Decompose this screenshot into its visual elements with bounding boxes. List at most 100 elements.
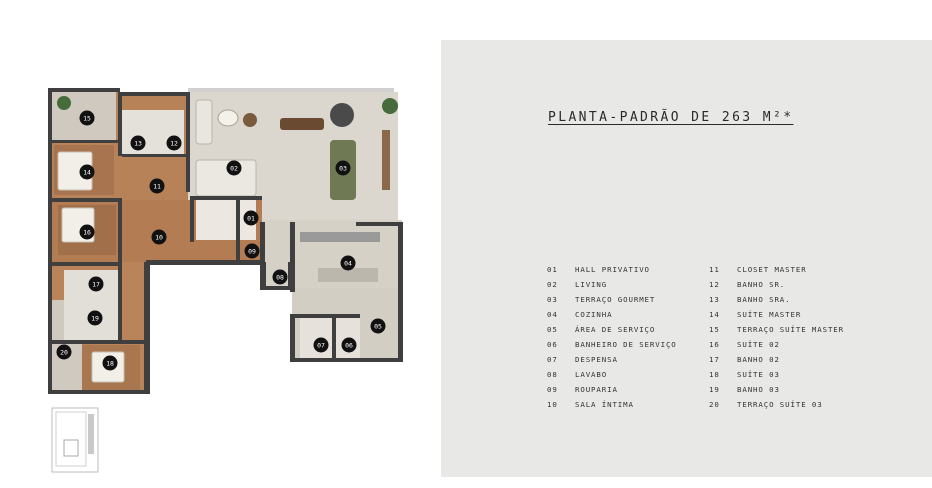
room-badge: 14 xyxy=(79,164,95,180)
badge-number: 05 xyxy=(374,322,382,330)
legend-number: 17 xyxy=(709,355,720,364)
room-badge: 05 xyxy=(370,318,386,334)
badge-circle xyxy=(243,210,259,226)
page-title: PLANTA-PADRÃO DE 263 M²* xyxy=(548,110,794,125)
badge-number: 06 xyxy=(345,341,353,349)
legend-label: TERRAÇO SUÍTE 03 xyxy=(737,400,823,409)
legend-number: 15 xyxy=(709,325,720,334)
legend-number: 10 xyxy=(547,400,558,409)
legend-item: 03 TERRAÇO GOURMET xyxy=(547,292,677,307)
badge-number: 19 xyxy=(91,314,99,322)
badge-circle xyxy=(79,224,95,240)
legend-item: 20 TERRAÇO SUÍTE 03 xyxy=(709,397,844,412)
room-badge: 03 xyxy=(335,160,351,176)
badge-circle xyxy=(151,229,167,245)
room-badge: 07 xyxy=(313,337,329,353)
badge-number: 15 xyxy=(83,114,91,122)
furniture xyxy=(57,96,398,383)
legend-label: LAVABO xyxy=(575,370,608,379)
room-badge: 01 xyxy=(243,210,259,226)
badge-circle xyxy=(313,337,329,353)
badge-circle xyxy=(226,160,242,176)
badge-number: 08 xyxy=(276,273,284,281)
legend-label: ÁREA DE SERVIÇO xyxy=(575,325,656,334)
badge-circle xyxy=(149,178,165,194)
legend-label: BANHO SRA. xyxy=(737,295,791,304)
legend-number: 08 xyxy=(547,370,558,379)
badge-circle xyxy=(340,255,356,271)
legend-item: 06 BANHEIRO DE SERVIÇO xyxy=(547,337,677,352)
badge-circle xyxy=(130,135,146,151)
room-badge: 04 xyxy=(340,255,356,271)
legend-label: SUÍTE MASTER xyxy=(737,310,802,319)
badge-circle xyxy=(272,269,288,285)
room-badge: 18 xyxy=(102,355,118,371)
legend-number: 19 xyxy=(709,385,720,394)
badge-number: 20 xyxy=(60,348,68,356)
badge-number: 12 xyxy=(170,139,178,147)
key-plan xyxy=(51,407,99,473)
legend-label: BANHO SR. xyxy=(737,280,786,289)
legend-number: 06 xyxy=(547,340,558,349)
room-badge: 11 xyxy=(149,178,165,194)
legend-number: 04 xyxy=(547,310,558,319)
legend-label: COZINHA xyxy=(575,310,613,319)
room-badge: 19 xyxy=(87,310,103,326)
legend-number: 11 xyxy=(709,265,720,274)
legend-number: 20 xyxy=(709,400,720,409)
badge-number: 04 xyxy=(344,259,352,267)
legend-label: BANHEIRO DE SERVIÇO xyxy=(575,340,677,349)
walls xyxy=(48,88,403,394)
badge-circle xyxy=(87,310,103,326)
legend-label: SUÍTE 02 xyxy=(737,340,780,349)
legend-item: 19 BANHO 03 xyxy=(709,382,844,397)
room-badge: 17 xyxy=(88,276,104,292)
legend-item: 10 SALA ÍNTIMA xyxy=(547,397,677,412)
badge-number: 02 xyxy=(230,164,238,172)
badge-circle xyxy=(102,355,118,371)
legend-number: 03 xyxy=(547,295,558,304)
legend-label: ROUPARIA xyxy=(575,385,618,394)
legend-label: HALL PRIVATIVO xyxy=(575,265,650,274)
badge-number: 07 xyxy=(317,341,325,349)
room-badge: 15 xyxy=(79,110,95,126)
badge-number: 13 xyxy=(134,139,142,147)
legend-item: 09 ROUPARIA xyxy=(547,382,677,397)
badge-number: 17 xyxy=(92,280,100,288)
legend-number: 18 xyxy=(709,370,720,379)
legend-label: BANHO 03 xyxy=(737,385,780,394)
legend-number: 05 xyxy=(547,325,558,334)
badge-number: 14 xyxy=(83,168,91,176)
badge-circle xyxy=(79,110,95,126)
legend-item: 08 LAVABO xyxy=(547,367,677,382)
room-badge: 02 xyxy=(226,160,242,176)
legend-label: CLOSET MASTER xyxy=(737,265,807,274)
legend-number: 09 xyxy=(547,385,558,394)
legend-label: LIVING xyxy=(575,280,608,289)
badge-circle xyxy=(79,164,95,180)
legend-label: TERRAÇO GOURMET xyxy=(575,295,656,304)
legend-item: 11 CLOSET MASTER xyxy=(709,262,844,277)
badge-circle xyxy=(244,243,260,259)
legend-label: SALA ÍNTIMA xyxy=(575,400,634,409)
badge-number: 01 xyxy=(247,214,255,222)
legend-item: 04 COZINHA xyxy=(547,307,677,322)
badge-circle xyxy=(166,135,182,151)
room-badge: 08 xyxy=(272,269,288,285)
room-badge: 06 xyxy=(341,337,357,353)
room-badge: 10 xyxy=(151,229,167,245)
legend-label: SUÍTE 03 xyxy=(737,370,780,379)
